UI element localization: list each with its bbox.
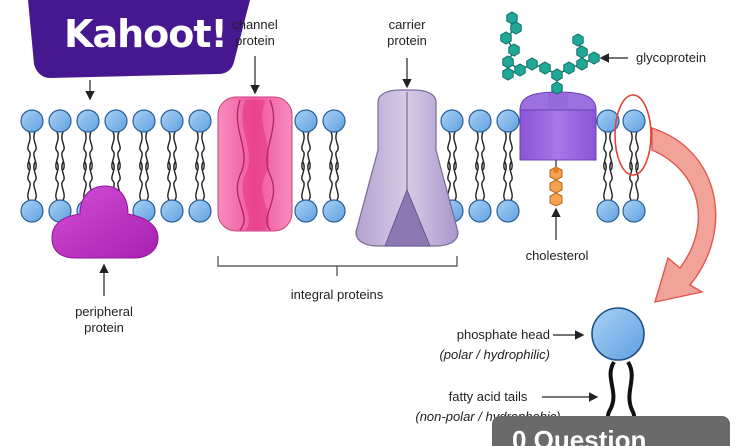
phospholipid-head-bottom: [20, 199, 44, 223]
peripheral-protein-label-line1: peripheral: [75, 304, 133, 319]
sugar-unit: [539, 61, 551, 75]
channel-protein-label: channel protein: [222, 17, 288, 49]
phosphate-head-label: phosphate head (polar / hydrophilic): [420, 327, 550, 363]
phospholipid-head-top: [468, 109, 492, 133]
phospholipid-head-bottom: [622, 199, 646, 223]
phospholipid-head-top: [160, 109, 184, 133]
sugar-unit: [576, 57, 588, 71]
phospholipid-head-bottom: [322, 199, 346, 223]
glycoprotein-sugar-chain: [500, 11, 600, 95]
phospholipid-head-top: [76, 109, 100, 133]
cholesterol-shape: [549, 160, 563, 207]
phospholipid-head-top: [132, 109, 156, 133]
sugar-unit: [510, 21, 522, 35]
phospholipid-head-bottom: [596, 199, 620, 223]
phospholipid-bilayer: [20, 109, 646, 223]
sugar-unit: [551, 81, 563, 95]
kahoot-logo-badge: [28, 0, 250, 78]
carrier-protein-shape: [355, 89, 459, 247]
glycoprotein-shape: [519, 91, 597, 161]
sugar-unit: [551, 68, 563, 82]
label-arrows: [85, 53, 628, 402]
highlight-callout: [614, 94, 717, 303]
phosphate-head-title: phosphate head: [456, 327, 550, 342]
phospholipid-head-bottom: [160, 199, 184, 223]
phospholipid-head-top: [322, 109, 346, 133]
phospholipid-head-bottom: [294, 199, 318, 223]
carrier-protein-label-line1: carrier: [388, 17, 426, 32]
phospholipid-head-top: [20, 109, 44, 133]
sugar-unit: [588, 51, 600, 65]
question-overlay-text: 0 Question: [512, 425, 647, 446]
phospholipid-head-bottom: [496, 199, 520, 223]
phospholipid-head-top: [104, 109, 128, 133]
phospholipid-head-top: [294, 109, 318, 133]
phospholipid-head-top: [496, 109, 520, 133]
question-overlay-box[interactable]: 0 Question: [492, 416, 730, 446]
integral-proteins-bracket: [217, 256, 458, 276]
phospholipid-head-top: [48, 109, 72, 133]
carrier-protein-label-line2: protein: [387, 33, 427, 48]
peripheral-protein-label-line2: protein: [84, 320, 124, 335]
sugar-unit: [526, 57, 538, 71]
fatty-acid-tails-title: fatty acid tails: [448, 389, 528, 404]
sugar-unit: [506, 11, 518, 25]
phospholipid-head-top: [596, 109, 620, 133]
peripheral-protein-label: peripheral protein: [64, 304, 144, 336]
phospholipid-head-top: [622, 109, 646, 133]
sugar-unit: [508, 43, 520, 57]
integral-proteins-label: integral proteins: [290, 287, 384, 302]
channel-protein-shape: [217, 96, 293, 232]
phospholipid-head-top: [440, 109, 464, 133]
channel-protein-label-line2: protein: [235, 33, 275, 48]
phospholipid-head-bottom: [468, 199, 492, 223]
sugar-unit: [563, 61, 575, 75]
sugar-unit: [572, 33, 584, 47]
phospholipid-detail: [591, 307, 645, 438]
sugar-unit: [514, 63, 526, 77]
kahoot-logo-text: Kahoot!: [64, 12, 228, 56]
sugar-unit: [502, 67, 514, 81]
phospholipid-head-top: [188, 109, 212, 133]
cholesterol-label: cholesterol: [525, 248, 589, 263]
sugar-unit: [500, 31, 512, 45]
peripheral-protein-shape: [51, 185, 159, 259]
phosphate-head-note: (polar / hydrophilic): [439, 347, 550, 362]
phospholipid-head-bottom: [188, 199, 212, 223]
glycoprotein-label: glycoprotein: [636, 50, 707, 65]
sugar-unit: [502, 55, 514, 69]
carrier-protein-label: carrier protein: [374, 17, 440, 49]
sugar-unit: [576, 45, 588, 59]
channel-protein-label-line1: channel: [232, 17, 278, 32]
